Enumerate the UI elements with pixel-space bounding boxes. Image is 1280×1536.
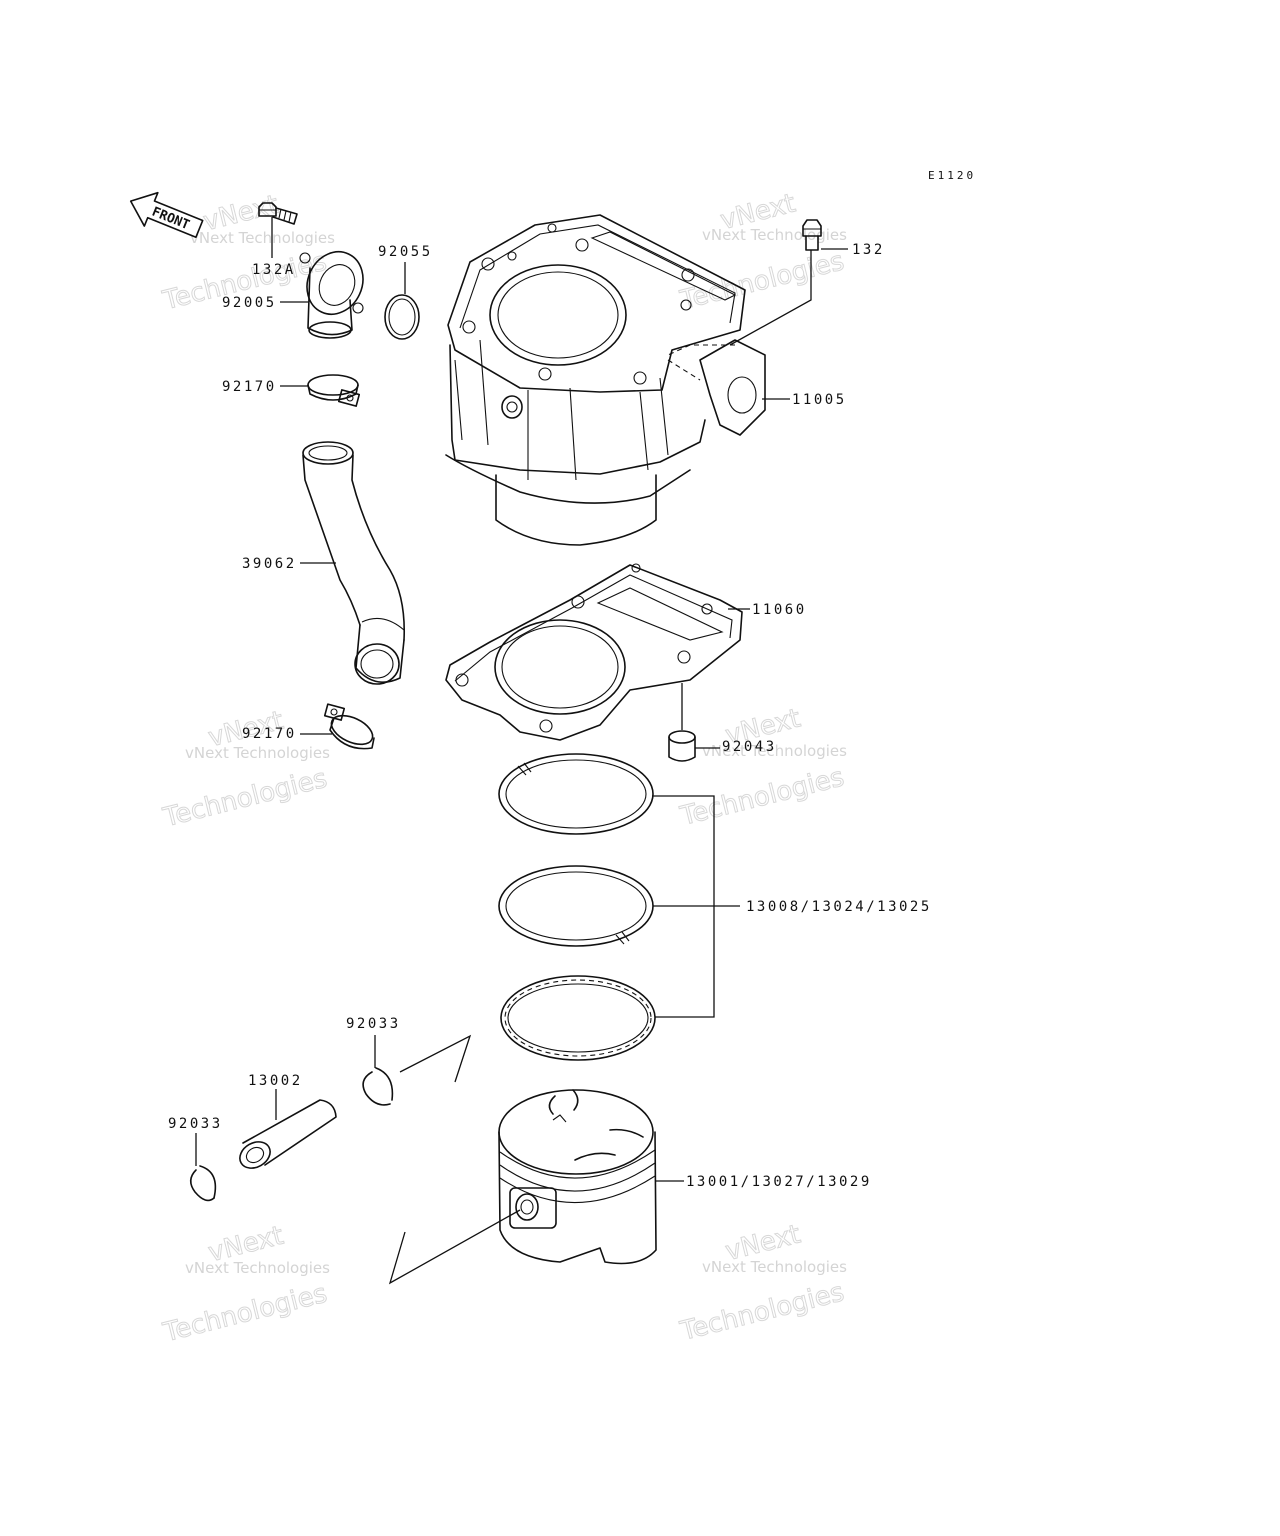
leader-piston-to-pin (388, 1209, 521, 1285)
water-hose-39062 (302, 441, 406, 685)
callout-13002: 13002 (248, 1073, 303, 1089)
watermark-big-technologies: Technologies (160, 1279, 330, 1349)
cylinder-base-gasket-11060 (445, 563, 743, 741)
watermark-big-technologies: Technologies (677, 1277, 847, 1347)
callout-92005: 92005 (222, 295, 277, 311)
watermark-small-text: vNext Technologies (702, 1258, 847, 1276)
water-elbow-92005 (299, 251, 364, 339)
callout-92043: 92043 (722, 739, 777, 755)
callout-39062: 39062 (242, 556, 297, 572)
circlip-92033-right (362, 1067, 394, 1106)
piston-ring-second (498, 865, 654, 947)
piston-pin-13002 (239, 1099, 337, 1169)
watermark-small-text: vNext Technologies (702, 742, 847, 760)
watermark-bottom-right: vNext vNext Technologies Technologies (676, 1219, 847, 1348)
watermark-mid-right: vNext vNext Technologies Technologies (676, 703, 847, 833)
watermark-small-text: vNext Technologies (185, 1259, 330, 1277)
watermark-big-technologies: Technologies (677, 246, 847, 316)
watermark-small-text: vNext Technologies (190, 229, 335, 247)
callout-11060: 11060 (752, 602, 807, 618)
o-ring-92055 (384, 294, 420, 340)
hose-clamp-92170-top (307, 374, 361, 407)
watermark-top-right: vNext vNext Technologies Technologies (676, 188, 847, 317)
front-label: FRONT (150, 205, 192, 234)
watermark-big-technologies: Technologies (160, 764, 330, 834)
leader-92033-right-to-piston (399, 1034, 472, 1083)
cylinder-11005 (445, 214, 766, 546)
watermark-small-text: vNext Technologies (185, 744, 330, 762)
watermark-big-technologies: Technologies (677, 762, 847, 832)
callout-92170-top: 92170 (222, 379, 277, 395)
callout-92055: 92055 (378, 244, 433, 260)
callout-132a: 132A (252, 262, 296, 278)
callout-92033-right: 92033 (346, 1016, 401, 1032)
watermark-mid-left: vNext vNext Technologies Technologies (159, 705, 330, 834)
callout-92033-left: 92033 (168, 1116, 223, 1132)
bolt-132a (258, 202, 298, 225)
callout-92170-bottom: 92170 (242, 726, 297, 742)
watermark-small-text: vNext Technologies (702, 226, 847, 244)
callout-piston: 13001/13027/13029 (686, 1174, 872, 1190)
piston-13001 (498, 1089, 657, 1265)
callout-132: 132 (852, 242, 885, 258)
piston-oil-ring (500, 975, 656, 1061)
diagram-code: E1120 (928, 169, 976, 182)
callout-11005: 11005 (792, 392, 847, 408)
hose-clamp-92170-bottom (323, 703, 375, 750)
piston-ring-top (498, 753, 654, 835)
circlip-92033-left (189, 1165, 217, 1202)
dowel-pin-92043 (668, 730, 696, 762)
bolt-132 (802, 219, 822, 251)
front-arrow-icon: FRONT (129, 191, 204, 239)
callout-rings: 13008/13024/13025 (746, 899, 932, 915)
leader-132-to-cylinder (729, 250, 812, 346)
watermark-bottom-left: vNext vNext Technologies Technologies (159, 1220, 330, 1349)
